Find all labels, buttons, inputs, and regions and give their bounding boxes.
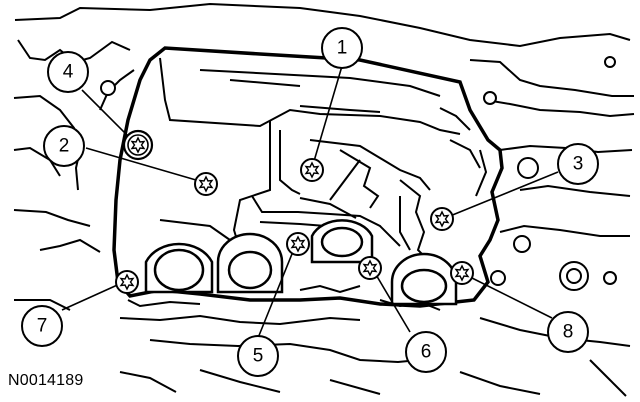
bolt-1[interactable] [300, 158, 324, 182]
bolt-5[interactable] [286, 232, 310, 256]
bolt-6[interactable] [358, 256, 382, 280]
callout-4: 4 [47, 51, 89, 93]
callout-6-label: 6 [421, 342, 432, 363]
leader-lines [61, 65, 559, 339]
figure-reference-code: N0014189 [8, 372, 84, 389]
transmission-case-outline [13, 2, 635, 397]
callout-2-label: 2 [59, 136, 70, 157]
bolt-8[interactable] [450, 261, 474, 285]
callout-7: 7 [21, 305, 63, 347]
accumulator-bores [144, 219, 458, 306]
bolt-3[interactable] [430, 207, 454, 231]
callout-8: 8 [547, 311, 589, 353]
callout-3: 3 [557, 143, 599, 185]
callout-4-label: 4 [63, 62, 74, 83]
callout-5: 5 [237, 335, 279, 377]
callout-8-label: 8 [563, 322, 574, 343]
callout-7-label: 7 [37, 316, 48, 337]
callout-1-label: 1 [337, 38, 348, 59]
callout-1: 1 [321, 27, 363, 69]
case-holes [100, 56, 617, 291]
bolt-2[interactable] [194, 172, 218, 196]
bolt-4[interactable] [122, 129, 154, 161]
callout-2: 2 [43, 125, 85, 167]
callout-5-label: 5 [253, 346, 264, 367]
callout-3-label: 3 [573, 154, 584, 175]
bolt-7[interactable] [115, 270, 139, 294]
callout-6: 6 [405, 331, 447, 373]
